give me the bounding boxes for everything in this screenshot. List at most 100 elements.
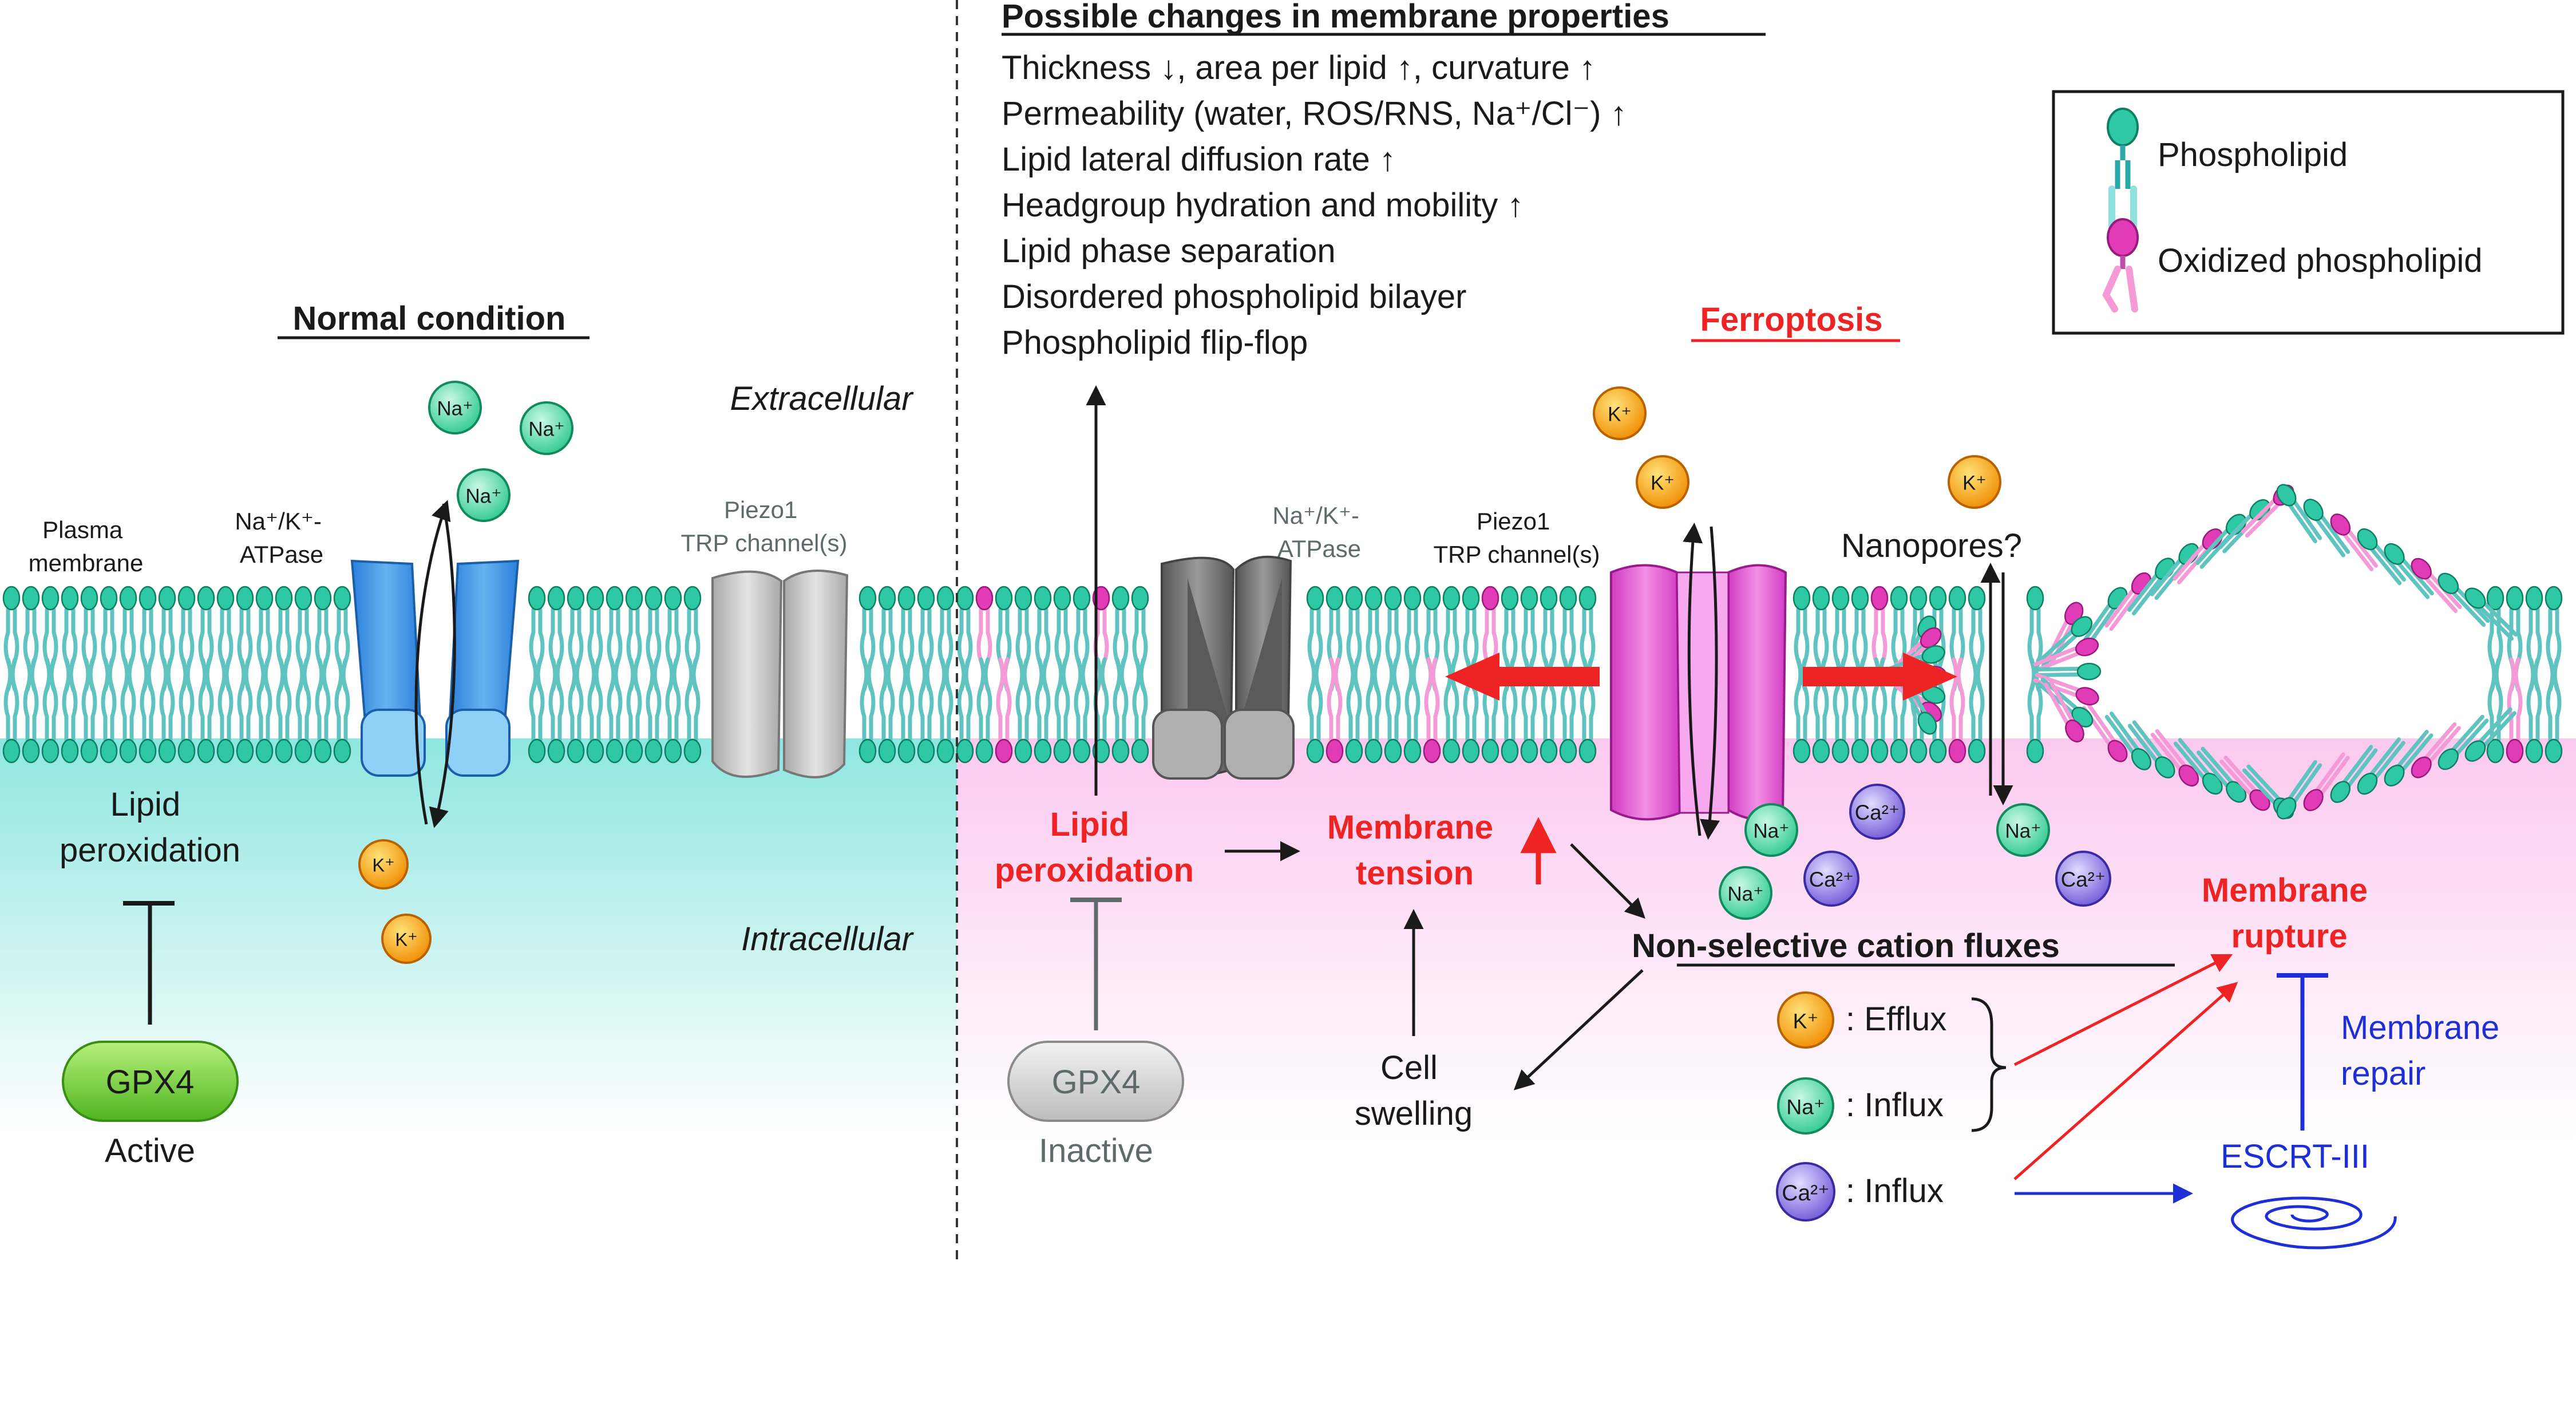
membrane-rupture-label: Membrane rupture (2202, 872, 2377, 955)
phospholipid (2525, 657, 2543, 764)
atpase-label-ferroptosis: Na⁺/K⁺- ATPase (1272, 502, 1366, 562)
gpx4-active-label: GPX4 (106, 1064, 195, 1101)
na-ion: Na⁺ (520, 401, 573, 455)
phospholipid (878, 657, 896, 764)
pore-phospholipid (2218, 499, 2270, 554)
escrt-spiral-icon (2231, 1196, 2397, 1250)
pore-oxidized-phospholipid (2044, 679, 2084, 743)
phospholipid (683, 657, 702, 764)
phospholipid (177, 657, 196, 764)
pore-phospholipid (2196, 746, 2247, 803)
phospholipid (1968, 657, 1986, 764)
cation-fluxes-title: Non-selective cation fluxes (1632, 927, 2060, 965)
pore-phospholipid (2303, 499, 2351, 558)
na-ion: Na⁺ (1744, 803, 1798, 857)
arrow-fluxes-to-swelling (1513, 969, 1644, 1090)
legend-box (2052, 90, 2565, 335)
pore-phospholipid (2384, 729, 2433, 786)
lipid-peroxidation-ferroptosis: Lipid peroxidation (995, 806, 1194, 889)
k-ion-label: K⁺ (1793, 1009, 1819, 1033)
pore-phospholipid (2464, 707, 2516, 762)
changes-list: Thickness ↓, area per lipid ↑, curvature… (1002, 49, 1627, 361)
phospholipid (1345, 657, 1363, 764)
arrow-ca-to-rupture (2013, 982, 2238, 1180)
na-ion-label: Na⁺ (2005, 820, 2041, 843)
change-item: Thickness ↓, area per lipid ↑, curvature… (1002, 49, 1596, 86)
na-ion: Na⁺ (1996, 803, 2050, 857)
normal-condition-title: Normal condition (293, 300, 566, 337)
phospholipid (975, 657, 994, 764)
phospholipid (294, 657, 312, 764)
phospholipid (2, 657, 21, 764)
flux-k-label: : Efflux (1846, 1001, 1946, 1038)
gpx4-inactive-state: Inactive (1039, 1132, 1153, 1169)
arrow-efflux-to-rupture (2013, 954, 2233, 1066)
ca-ion-label: Ca²⁺ (1809, 868, 1854, 891)
phospholipid (858, 657, 877, 764)
k-ion-label: K⁺ (1962, 472, 1987, 495)
k-ion-label: K⁺ (395, 929, 417, 950)
oxidized-phospholipid (1948, 657, 1966, 764)
phospholipid (625, 657, 643, 764)
oxidized-phospholipid (1423, 657, 1441, 764)
pore-oxidized-phospholipid (2303, 752, 2350, 812)
phospholipid (1442, 657, 1461, 764)
lipid-bilayer (2, 586, 2563, 764)
phospholipid (917, 657, 935, 764)
phospholipid (1014, 657, 1032, 764)
phospholipid (936, 657, 955, 764)
flux-na-label: : Influx (1846, 1086, 1944, 1124)
phospholipid (2545, 657, 2563, 764)
na-ion-label: Na⁺ (437, 398, 473, 420)
phospholipid (528, 657, 546, 764)
phospholipid (197, 657, 215, 764)
piezo-channel-normal (711, 570, 849, 778)
phospholipid (333, 657, 351, 764)
ferroptosis-title: Ferroptosis (1700, 301, 1882, 338)
piezo-channel-ferroptosis (1152, 555, 1295, 780)
pore-phospholipid (2330, 745, 2378, 803)
piezo-label-normal: Piezo1 TRP channel(s) (680, 496, 847, 556)
cell-swelling-label: Cell swelling (1355, 1049, 1473, 1132)
gpx4-inactive-pill (1007, 1041, 1184, 1122)
k-ion: K⁺ (1948, 455, 2001, 509)
ca-ion: Ca²⁺ (2055, 851, 2111, 907)
plasma-membrane-label: Plasma membrane (29, 516, 144, 576)
k-ion: K⁺ (1777, 991, 1834, 1049)
k-ion-label: K⁺ (1651, 472, 1675, 495)
change-item: Headgroup hydration and mobility ↑ (1002, 187, 1524, 224)
phospholipid (80, 657, 98, 764)
pore-phospholipid (2104, 712, 2152, 770)
ion-layer: Na⁺Na⁺Na⁺K⁺K⁺K⁺K⁺K⁺Na⁺Na⁺Na⁺Ca²⁺Ca²⁺Ca²⁺… (358, 381, 2111, 1222)
phospholipid (586, 657, 604, 764)
change-item: Phospholipid flip-flop (1002, 324, 1308, 361)
escrt-label: ESCRT-III (2221, 1138, 2369, 1175)
changes-title: Possible changes in membrane properties (1002, 0, 1669, 35)
flux-ca-label: : Influx (1846, 1172, 1944, 1210)
na-ion-label: Na⁺ (465, 485, 501, 508)
phospholipid (644, 657, 663, 764)
k-ion: K⁺ (1636, 455, 1689, 509)
pore-oxidized-phospholipid (2033, 638, 2099, 672)
pore-phospholipid (2127, 720, 2175, 778)
phospholipid (236, 657, 254, 764)
pore-phospholipid (2276, 760, 2322, 820)
piezo-label-ferroptosis: Piezo1 TRP channel(s) (1433, 508, 1600, 568)
k-ion-label: K⁺ (1608, 404, 1632, 426)
phospholipid (216, 657, 235, 764)
phospholipid (1384, 657, 1402, 764)
phospholipid (61, 657, 79, 764)
phospholipid (1403, 657, 1422, 764)
ca-ion: Ca²⁺ (1776, 1162, 1835, 1222)
phospholipid (1034, 657, 1052, 764)
na-ion: Na⁺ (457, 468, 511, 522)
red-force-arrow-left (1445, 653, 1600, 701)
gpx4-inactive-label: GPX4 (1052, 1064, 1141, 1101)
phospholipid (2486, 657, 2504, 764)
phospholipid (1306, 657, 1324, 764)
k-ion: K⁺ (1593, 386, 1647, 440)
k-ion: K⁺ (358, 839, 409, 890)
phospholipid (139, 657, 157, 764)
phospholipid (897, 657, 916, 764)
